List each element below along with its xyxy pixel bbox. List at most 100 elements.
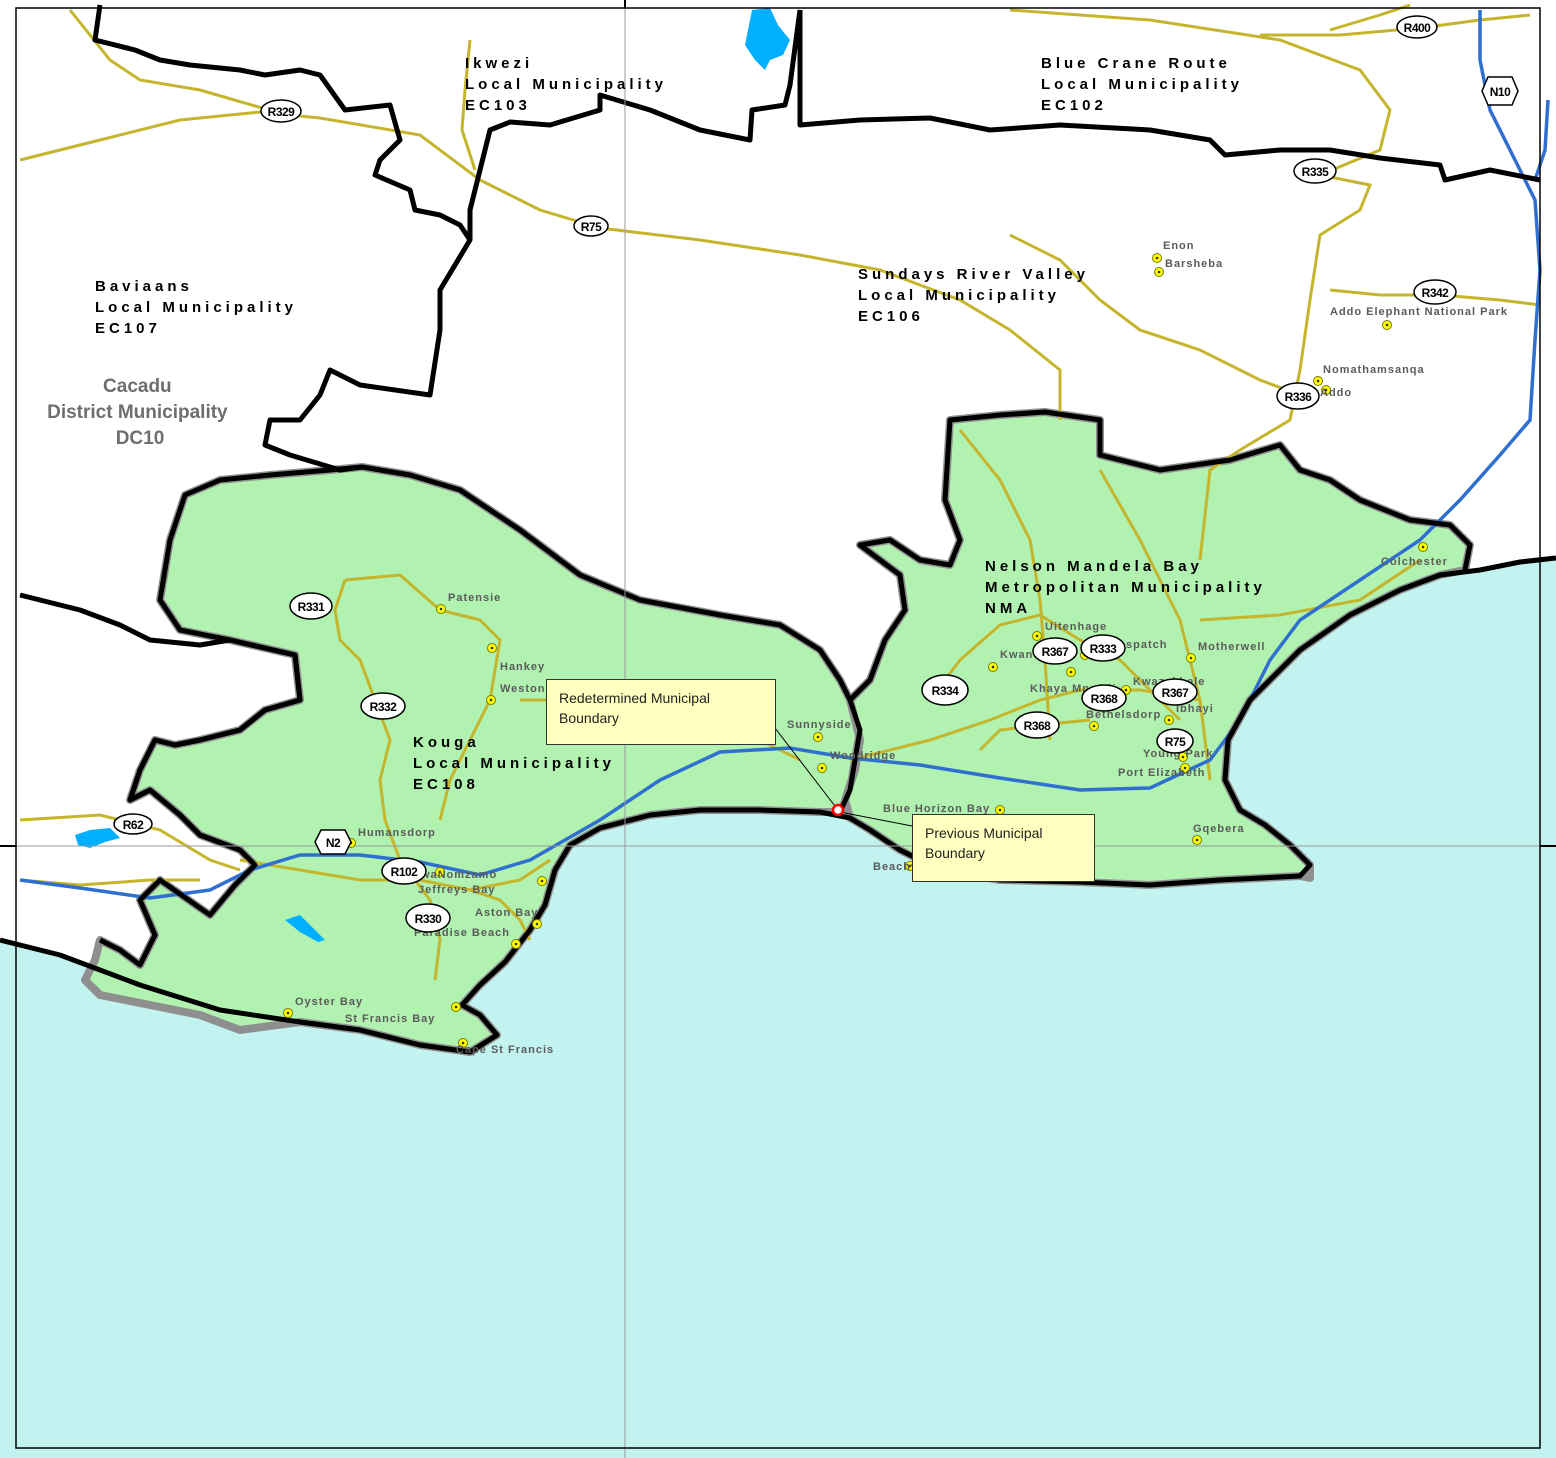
town-marker-dot-young-park [1181, 755, 1185, 759]
town-marker-dot-motherwell [1189, 656, 1193, 660]
town-label-aston-bay: Aston Bay [475, 907, 538, 919]
callout-previous-boundary: Previous Municipal Boundary [912, 814, 1095, 882]
sea [0, 558, 1556, 1458]
boundary-change-marker [831, 803, 845, 817]
town-label-addo-elephant-national-park: Addo Elephant National Park [1330, 306, 1508, 318]
road-shield-r367-2: R367 [1152, 678, 1198, 706]
road-shield-label: R333 [1090, 642, 1118, 656]
road-shield-shape [289, 592, 333, 620]
town-label-port-elizabeth: Port Elizabeth [1118, 767, 1205, 779]
town-marker-dot-woodridge [820, 766, 824, 770]
town-label-young-park: Young Park [1143, 748, 1213, 760]
road-shield-shape [1014, 711, 1060, 739]
road-shield-shape [314, 829, 352, 855]
town-label-kwanomzamo: KwaNomzamo [412, 869, 497, 881]
town-label-oyster-bay: Oyster Bay [295, 996, 363, 1008]
town-marker-dot-aston-bay [535, 922, 539, 926]
road-shield-shape [573, 215, 609, 237]
muni-label-ikwezi: Ikwezi Local Municipality EC103 [465, 55, 675, 114]
town-marker-dot-beachview [908, 864, 912, 868]
callout-leader-previous [839, 811, 913, 827]
town-marker-dot-port-elizabeth [1183, 766, 1187, 770]
town-marker-dot-enon [1155, 256, 1159, 260]
town-label-woodridge: Woodridge [830, 750, 896, 762]
road-shield-r329: R329 [260, 99, 302, 123]
road-shield-n10: N10 [1481, 76, 1519, 106]
town-marker-dot-khaya-mnandi [1069, 670, 1073, 674]
dam-kouga [285, 915, 325, 942]
town-marker-dot-colchester [1421, 545, 1425, 549]
road-shield-shape [113, 813, 153, 835]
town-label-addo: Addo [1320, 387, 1352, 399]
muni-label-baviaans: Baviaans Local Municipality EC107 [95, 278, 305, 337]
road-shield-n2: N2 [314, 829, 352, 855]
road-shield-label: R336 [1285, 390, 1313, 404]
road-shield-label: N2 [326, 836, 341, 850]
affected-boundaries [0, 409, 1556, 1055]
road-shield-label: R329 [268, 105, 296, 119]
road-shield-r333: R333 [1080, 634, 1126, 662]
town-label-blue-horizon-bay: Blue Horizon Bay [883, 803, 990, 815]
road-shield-shape [1396, 15, 1438, 39]
road-shield-shape [1276, 382, 1320, 410]
road-shield-label: R331 [298, 600, 326, 614]
road-shield-shape [260, 99, 302, 123]
town-marker-dot-cape-st-francis [461, 1041, 465, 1045]
muni-label-blue-crane: Blue Crane Route Local Municipality EC10… [1041, 55, 1251, 114]
town-marker-dot-barsheba [1157, 270, 1161, 274]
town-marker-dot-ibhayi [1167, 718, 1171, 722]
road-shield-shape [360, 692, 406, 720]
road-shield-r336: R336 [1276, 382, 1320, 410]
muni-label-sundays: Sundays River Valley Local Municipality … [858, 266, 1097, 325]
town-marker-dot-st-francis-bay [454, 1005, 458, 1009]
road-shield-label: R368 [1091, 692, 1119, 706]
town-marker-dot-kwanomzamo [438, 870, 442, 874]
road-shield-shape [1293, 158, 1337, 184]
national-roads [19, 10, 1550, 900]
road-shield-shape [1481, 76, 1519, 106]
town-label-humansdorp: Humansdorp [358, 827, 436, 839]
town-label-patensie: Patensie [448, 592, 501, 604]
town-label-weston: Weston [500, 683, 546, 695]
road-shield-shape [1413, 279, 1457, 305]
road-shield-label: R75 [1165, 735, 1186, 749]
road-shield-label: R62 [123, 818, 144, 832]
town-label-nomathamsanqa: Nomathamsanqa [1323, 364, 1425, 376]
road-shield-label: N10 [1490, 85, 1511, 99]
town-marker-dot-kwanobuhle [991, 665, 995, 669]
road-shield-shape [381, 857, 427, 885]
town-label-barsheba: Barsheba [1165, 258, 1223, 270]
road-shield-shape [1080, 634, 1126, 662]
town-label-enon: Enon [1163, 240, 1195, 252]
road-shield-r368: R368 [1081, 684, 1127, 712]
road-shield-label: R334 [932, 684, 960, 698]
road-shield-r367: R367 [1032, 637, 1078, 665]
town-marker-dot-addo [1324, 388, 1328, 392]
callout-redetermined-boundary: Redetermined Municipal Boundary [546, 679, 776, 745]
road-shields: R400N10R329R335R75R342R336R331R332R334R3… [113, 15, 1519, 933]
town-marker-dot-oyster-bay [286, 1011, 290, 1015]
road-shield-shape [1081, 684, 1127, 712]
road-shield-r330: R330 [405, 903, 451, 933]
town-marker-dot-sunnyside [816, 735, 820, 739]
dam-r62 [75, 828, 120, 848]
town-label-jeffreys-bay: Jeffreys Bay [418, 884, 495, 896]
town-marker-dot-jeffreys-bay [540, 879, 544, 883]
road-shield-shape [1152, 678, 1198, 706]
road-shield-r334: R334 [921, 674, 969, 706]
road-shield-label: R368 [1024, 719, 1052, 733]
road-shield-r342: R342 [1413, 279, 1457, 305]
road-shield-label: R332 [370, 700, 398, 714]
town-label-motherwell: Motherwell [1198, 641, 1265, 653]
town-label-gqebera: Gqebera [1193, 823, 1245, 835]
map-frame [15, 7, 1541, 1449]
road-shield-label: R102 [391, 865, 419, 879]
muni-label-nelson-mandela: Nelson Mandela Bay Metropolitan Municipa… [985, 558, 1274, 617]
road-shield-r400: R400 [1396, 15, 1438, 39]
town-marker-dot-paradise-beach [514, 942, 518, 946]
road-shield-r75: R75 [573, 215, 609, 237]
road-shield-r368-3: R368 [1014, 711, 1060, 739]
town-marker-dot-hankey [490, 646, 494, 650]
town-marker-dot-patensie [439, 607, 443, 611]
